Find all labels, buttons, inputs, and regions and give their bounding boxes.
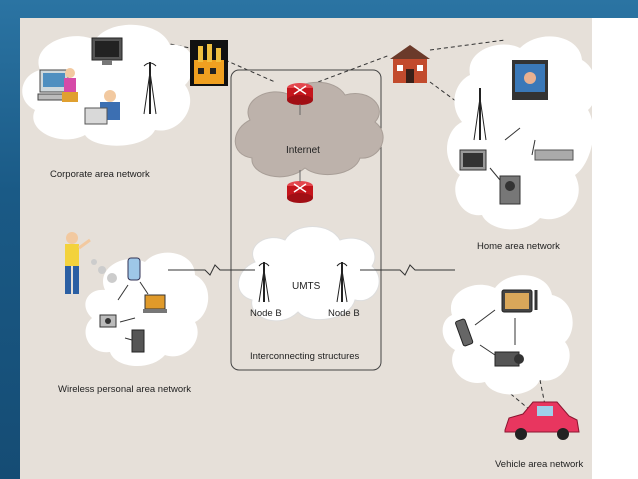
wpan-arrows (117, 281, 149, 341)
set-top-box-icon (534, 149, 574, 161)
pda-icon (127, 257, 141, 281)
node-b-left-label: Node B (250, 308, 282, 319)
right-margin (592, 18, 638, 479)
corporate-devices (37, 37, 157, 125)
standing-person-icon (65, 232, 91, 294)
antenna-tower-icon (143, 62, 157, 115)
home-antenna-icon (473, 88, 487, 141)
television-icon (512, 60, 548, 100)
house-icon (390, 45, 430, 83)
mobile-phone-icon (455, 318, 474, 347)
home-area-label: Home area network (477, 241, 560, 252)
link-house-home (429, 39, 506, 51)
link-router-house (317, 54, 391, 83)
node-b-left-tower-icon (258, 262, 270, 303)
home-cloud (447, 36, 597, 230)
home-computer-icon (459, 149, 487, 171)
link-house-home-2 (429, 81, 469, 111)
handheld-icon (131, 329, 145, 353)
home-link-arrows (489, 127, 536, 181)
monitor-icon (91, 37, 123, 65)
zigzag-wpan-umts (168, 264, 255, 276)
interconnecting-structures-label: Interconnecting structures (250, 351, 360, 362)
camcorder-icon (494, 351, 524, 367)
digital-camera-icon (99, 314, 117, 328)
laptop-icon (143, 294, 167, 313)
internet-label: Internet (286, 145, 320, 156)
wireless-zigzag-links (168, 264, 455, 276)
interconnecting-frame (230, 69, 382, 371)
factory-icon (190, 40, 228, 86)
node-b-right-label: Node B (328, 308, 360, 319)
wireless-personal-area-label: Wireless personal area network (58, 384, 191, 395)
camera-icon (499, 175, 521, 205)
vehicle-devices (455, 289, 538, 367)
corporate-area-label: Corporate area network (50, 169, 150, 180)
car-icon (504, 401, 580, 440)
node-b-right-tower-icon (336, 262, 348, 303)
link-factory-router (224, 59, 276, 83)
router-top-icon (287, 83, 313, 105)
home-devices (459, 60, 574, 205)
thought-bubbles (91, 259, 117, 283)
wpan-devices (99, 257, 167, 353)
zigzag-umts-vehicle (360, 264, 455, 276)
corporate-cloud (22, 24, 194, 146)
router-bottom-icon (287, 181, 313, 203)
umts-cloud (237, 226, 380, 322)
desktop-computer-icon (37, 69, 71, 101)
link-vehicle-car-2 (539, 379, 546, 406)
seated-person-icon (62, 68, 78, 102)
gps-device-icon (501, 289, 538, 313)
office-worker-icon (84, 90, 120, 125)
umts-label: UMTS (292, 281, 321, 292)
vehicle-cloud (442, 275, 573, 395)
vehicle-arrows (474, 309, 516, 356)
vehicle-area-label: Vehicle area network (495, 459, 583, 470)
